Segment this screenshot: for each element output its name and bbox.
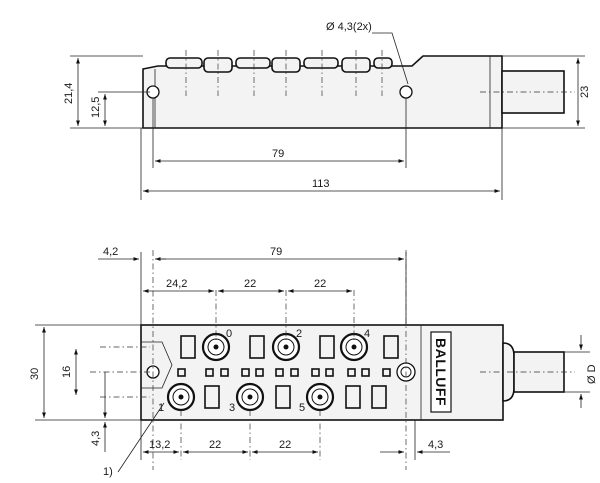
top-view: 0 2 4 <box>29 246 598 478</box>
dim-height-cable: 23 <box>579 86 591 98</box>
brand-label: BALLUFF <box>433 338 449 406</box>
port-4: 4 <box>339 328 370 362</box>
dim-total-length: 113 <box>312 178 330 190</box>
dim-pitch-top-1: 22 <box>244 278 256 290</box>
dim-pitch-bottom-1: 22 <box>209 439 221 451</box>
dim-first-port-bottom: 13,2 <box>149 439 170 451</box>
port-label-4: 4 <box>364 328 370 340</box>
note-marker: 1) <box>103 466 113 478</box>
dim-port-row-offset: 16 <box>61 366 73 378</box>
dim-pitch-bottom-2: 22 <box>279 439 291 451</box>
dim-hole-right: 4,3 <box>428 439 443 451</box>
dim-width: 30 <box>29 368 41 380</box>
dim-height-total: 21,4 <box>63 83 75 104</box>
dim-side-hole-spacing: 79 <box>272 148 284 160</box>
port-label-3: 3 <box>229 402 235 414</box>
port-5: 5 <box>299 382 335 414</box>
port-row-top: 0 2 4 <box>180 328 399 362</box>
port-label-5: 5 <box>299 402 305 414</box>
hole-diameter-callout: Ø 4,3(2x) <box>326 21 372 33</box>
dim-cable-diameter: Ø D <box>586 364 598 384</box>
dim-first-port-top: 24,2 <box>166 278 187 290</box>
dim-top-hole-spacing: 79 <box>270 246 282 258</box>
port-label-2: 2 <box>296 328 302 340</box>
dim-hole-offset: 4,3 <box>90 431 102 446</box>
side-view-connectors <box>165 50 393 96</box>
dim-pitch-top-2: 22 <box>314 278 326 290</box>
port-label-0: 0 <box>226 328 232 340</box>
brand-logo: BALLUFF <box>430 331 452 413</box>
led-indicators <box>177 368 391 377</box>
dim-height-hole: 12,5 <box>90 97 102 118</box>
dim-edge-offset: 4,2 <box>103 246 118 258</box>
side-view-hole-right <box>399 85 413 99</box>
side-view: Ø 4,3(2x) 21,4 12,5 23 79 113 <box>63 21 591 200</box>
